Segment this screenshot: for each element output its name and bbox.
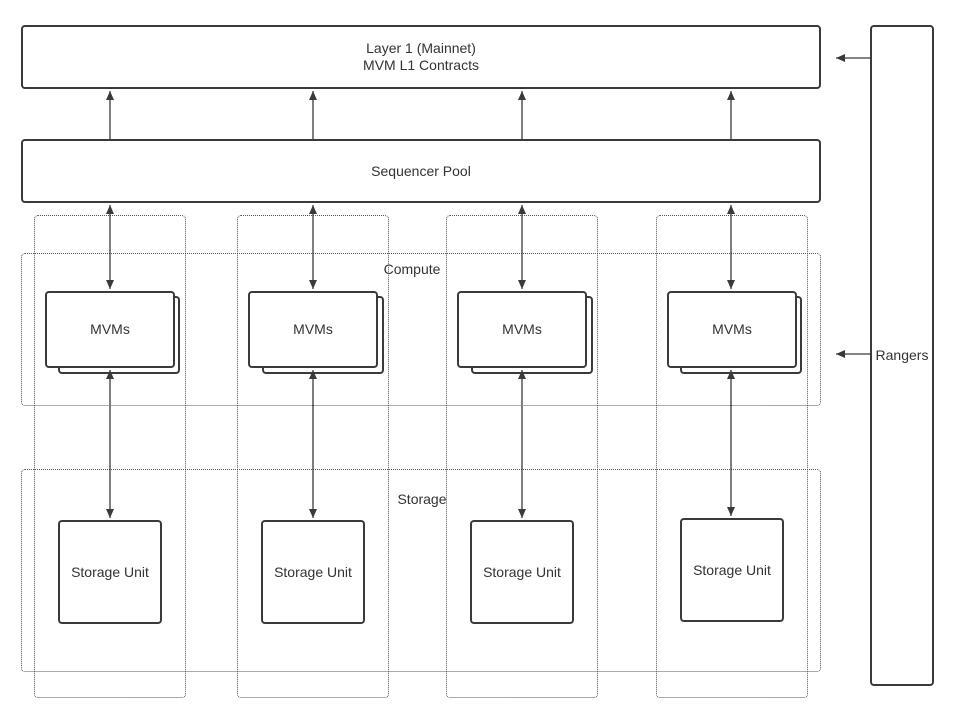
- sequencer-pool-label: Sequencer Pool: [371, 162, 471, 179]
- compute-region: [21, 253, 821, 406]
- layer1-subtitle: MVM L1 Contracts: [363, 57, 479, 73]
- mvm-label-4: MVMs: [712, 321, 752, 337]
- storage-unit-4: Storage Unit: [680, 518, 784, 622]
- mvm-label-1: MVMs: [90, 321, 130, 337]
- storage-unit-label-1: Storage Unit: [71, 563, 149, 580]
- storage-unit-2: Storage Unit: [261, 520, 365, 624]
- mvm-box-4: MVMs: [667, 291, 797, 368]
- compute-label: Compute: [383, 261, 441, 277]
- mvm-label-3: MVMs: [502, 321, 542, 337]
- storage-label: Storage: [397, 491, 447, 507]
- mvm-box-2: MVMs: [248, 291, 378, 368]
- storage-unit-label-3: Storage Unit: [483, 563, 561, 580]
- storage-unit-3: Storage Unit: [470, 520, 574, 624]
- mvm-box-1: MVMs: [45, 291, 175, 368]
- mvm-box-3: MVMs: [457, 291, 587, 368]
- sequencer-pool-box: Sequencer Pool: [21, 139, 821, 203]
- rangers-label: Rangers: [875, 347, 929, 363]
- storage-unit-1: Storage Unit: [58, 520, 162, 624]
- storage-unit-label-4: Storage Unit: [693, 561, 771, 578]
- layer1-box: Layer 1 (Mainnet) MVM L1 Contracts: [21, 25, 821, 89]
- storage-region: [21, 469, 821, 672]
- storage-unit-label-2: Storage Unit: [274, 563, 352, 580]
- layer1-title: Layer 1 (Mainnet): [366, 40, 476, 56]
- rangers-box: Rangers: [870, 25, 934, 686]
- mvm-label-2: MVMs: [293, 321, 333, 337]
